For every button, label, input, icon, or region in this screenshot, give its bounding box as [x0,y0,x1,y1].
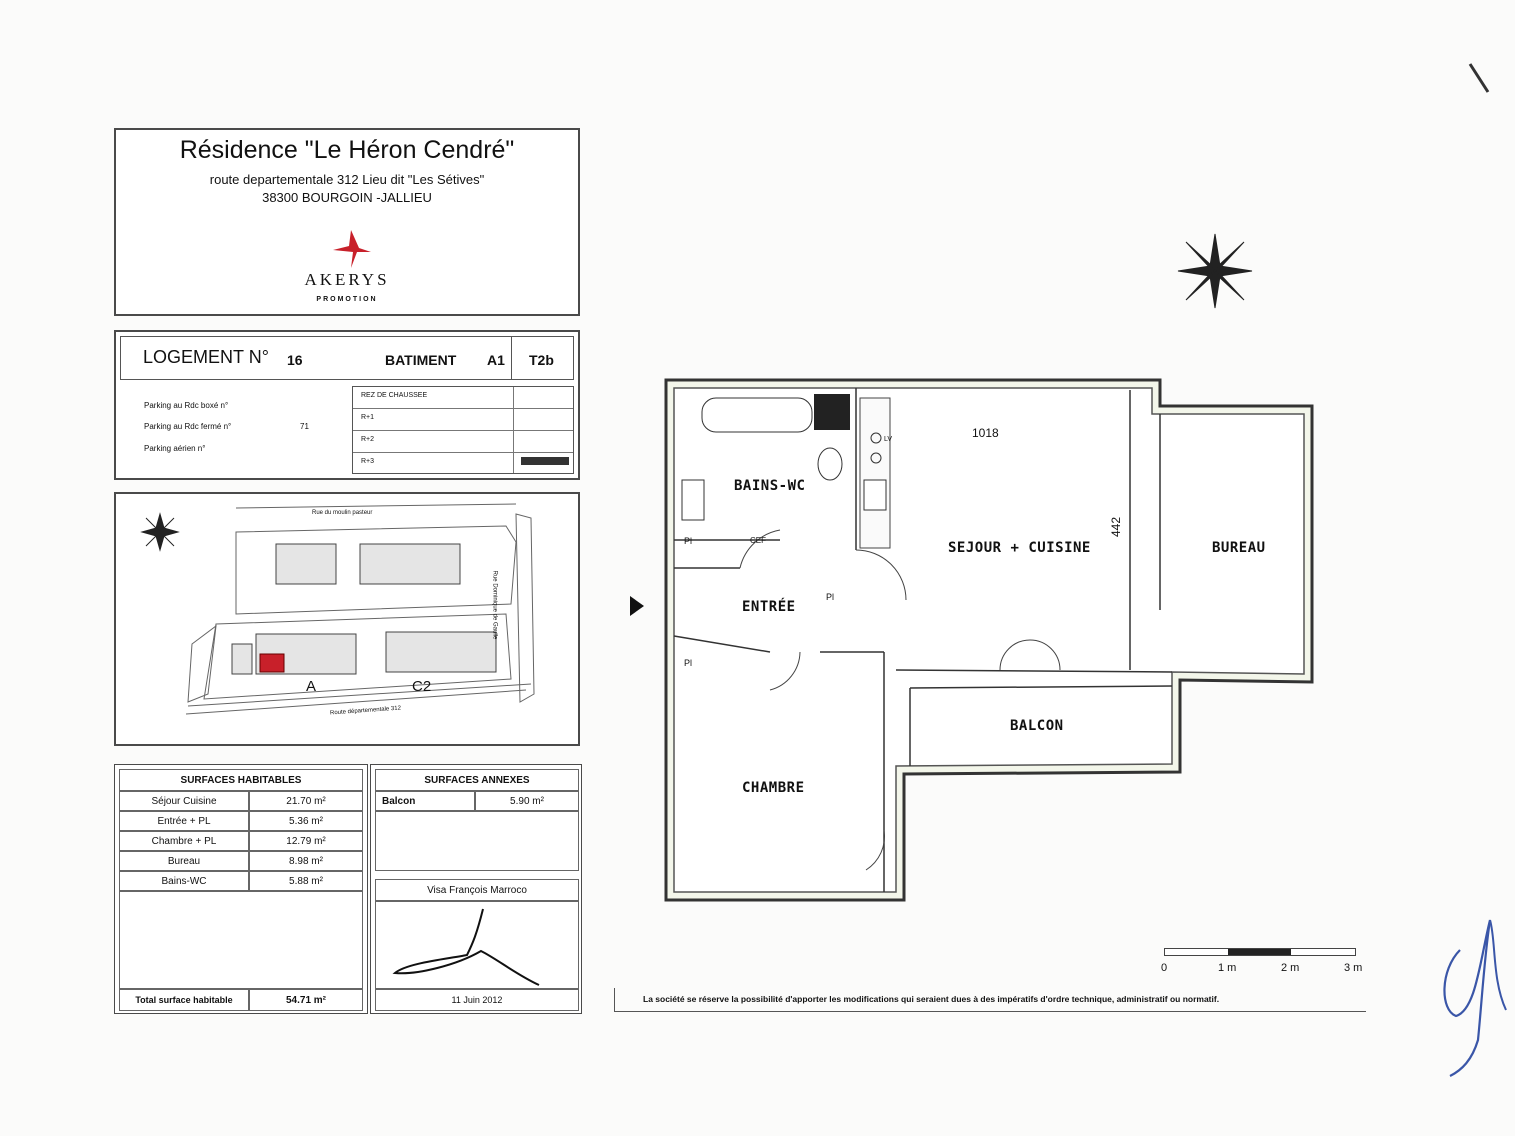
road-right-label: Rue Dominique de Gaulle [491,570,498,640]
visa-signature-area [375,901,579,989]
placard-label: Pl [826,592,835,602]
brand-subtitle: PROMOTION [316,296,378,303]
table-cell-name: Chambre + PL [119,831,249,851]
room-label-chambre: CHAMBRE [742,780,805,796]
parking-row-label: Parking au Rdc fermé n° [144,422,232,431]
table-header: SURFACES HABITABLES [119,769,363,791]
annexes-empty-area [375,811,579,871]
address-line1: route departementale 312 Lieu dit "Les S… [209,172,485,187]
residence-header-box: Résidence "Le Héron Cendré" route depart… [114,128,580,316]
level-marker [521,457,569,465]
scale-tick: 0 [1161,962,1168,974]
level-label: R+3 [361,458,375,465]
margin-mark [1468,63,1490,93]
compass-rose-icon [1177,233,1253,309]
scale-tick: 3 m [1344,962,1363,974]
visa-date: 11 Juin 2012 [375,989,579,1011]
road-top-label: Rue du moulin pasteur [312,510,373,516]
dimension-width: 1018 [972,426,999,440]
parking-row-value: 71 [300,422,309,431]
disclaimer-text: La société se réserve la possibilité d'a… [643,994,1220,1004]
room-label-sejour-cuisine: SEJOUR + CUISINE [948,540,1091,556]
disclaimer-box: La société se réserve la possibilité d'a… [614,988,1366,1012]
batiment-value: A1 [487,352,505,368]
room-label-entree: ENTRÉE [742,599,796,615]
akerys-logo-icon [333,230,371,268]
brand-name: AKERYS [304,270,390,289]
logement-label: LOGEMENT N° [143,347,269,367]
unit-highlight [259,653,285,673]
room-label-balcon: BALCON [1010,718,1064,734]
placard-label: Pl [684,536,693,546]
signature-mark [392,908,540,986]
scale-bar [1164,948,1356,956]
logement-header-row: LOGEMENT N° 16 BATIMENT A1 T2b [120,336,574,380]
dimension-height: 442 [1109,516,1124,538]
table-cell-value: 8.98 m² [249,851,363,871]
level-label: R+2 [361,436,375,443]
table-cell-value: 5.36 m² [249,811,363,831]
table-cell-name: Bureau [119,851,249,871]
table-cell-name: Balcon [375,791,475,811]
table-empty-area [119,891,363,989]
residence-title: Résidence "Le Héron Cendré" [179,136,515,164]
batiment-label: BATIMENT [385,352,457,368]
table-cell-value: 21.70 m² [249,791,363,811]
site-compass-icon [140,512,180,552]
total-surface-label: Total surface habitable [119,989,249,1011]
placard-label: Pl [684,658,693,668]
level-label: REZ DE CHAUSSEE [361,392,428,399]
floor-plan-drawing [630,378,1314,902]
scale-tick: 1 m [1218,962,1237,974]
parking-row-label: Parking aérien n° [144,444,206,453]
table-cell-name: Séjour Cuisine [119,791,249,811]
table-cell-name: Bains-WC [119,871,249,891]
site-plan-box: A C2 Rue du moulin pasteur Route départe… [114,492,580,746]
total-surface-value: 54.71 m² [249,989,363,1011]
level-label: R+1 [361,414,375,421]
room-label-bains-wc: BAINS-WC [734,478,806,494]
logement-box: LOGEMENT N° 16 BATIMENT A1 T2b Parking a… [114,330,580,480]
room-label-bureau: BUREAU [1212,540,1266,556]
logement-number: 16 [287,352,303,368]
scale-tick: 2 m [1281,962,1300,974]
level-table: REZ DE CHAUSSEE R+1 R+2 R+3 [352,386,574,474]
parking-row-label: Parking au Rdc boxé n° [144,401,229,410]
visa-label: Visa François Marroco [375,879,579,901]
surfaces-annexes-table: SURFACES ANNEXES Balcon 5.90 m² Visa Fra… [370,764,582,1014]
address-line2: 38300 BOURGOIN -JALLIEU [262,190,432,205]
cef-label: CEF [750,536,766,545]
surfaces-habitables-table: SURFACES HABITABLES Séjour Cuisine 21.70… [114,764,368,1014]
site-plan-drawing [140,503,535,715]
table-cell-value: 5.88 m² [249,871,363,891]
table-cell-name: Entrée + PL [119,811,249,831]
table-cell-value: 5.90 m² [475,791,579,811]
lv-label: LV [884,436,893,443]
logement-type: T2b [529,352,554,368]
building-label-c2: C2 [412,678,432,695]
table-header: SURFACES ANNEXES [375,769,579,791]
table-cell-value: 12.79 m² [249,831,363,851]
handwritten-initials [1443,919,1507,1077]
building-label-a: A [306,678,317,695]
